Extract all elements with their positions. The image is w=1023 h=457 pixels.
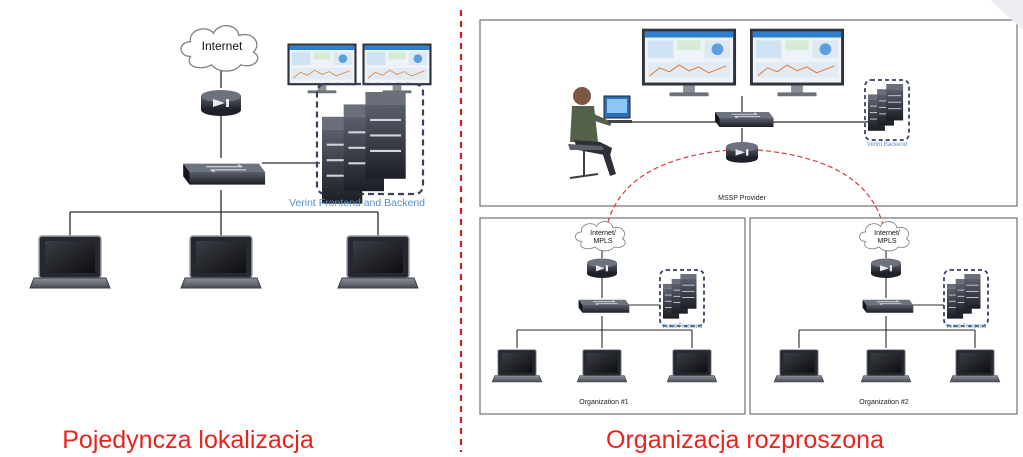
laptop-icon [29,235,111,289]
org1-box [479,217,746,415]
switch-icon [714,111,774,128]
mssp-box-label: MSSP Provider [718,195,766,202]
router-icon [871,258,901,278]
servers-label: Verint Frontend and Backend [289,197,425,209]
wan-link-org2 [757,149,885,231]
laptop-icon [860,349,912,383]
org1-cloud-label-line1: Internet/ [590,230,616,237]
server-stack-icon [864,79,910,141]
wan-link-org1 [605,149,731,231]
router-icon [201,90,241,116]
operator-icon [568,87,632,179]
laptop-icon [773,349,825,383]
laptop-icon [180,235,262,289]
single-site-caption: Pojedyncza lokalizacja [62,426,314,454]
org2-servers-label: Verint Frontend [945,324,986,330]
monitor-icon [362,43,432,94]
switch-icon [578,299,630,314]
mssp-servers-label: Verint Backend [867,142,907,148]
laptop-icon [337,235,419,289]
server-stack-icon [315,82,425,204]
corner-decoration [990,0,1023,30]
laptop-icon [491,349,543,383]
org1-links [516,248,693,348]
router-icon [587,258,617,278]
org2-box [749,217,1018,415]
org1-servers-label: Verint Frontend [661,324,702,330]
mssp-links [622,96,868,142]
monitor-icon [749,28,845,97]
switch-icon [182,163,266,186]
org2-cloud-label-line2: MPLS [877,238,896,245]
mssp-box [479,19,1018,207]
internet-label: Internet [202,39,243,53]
router-icon [726,142,758,163]
org1-cloud-label-line2: MPLS [593,238,612,245]
distributed-caption: Organizacja rozproszona [606,426,884,454]
server-stack-icon [943,269,989,327]
distributed-section: Verint Backend MSSP Provider Internet/ M… [479,19,1018,454]
org1-box-label: Organization #1 [579,399,629,406]
org2-box-label: Organization #2 [859,399,909,406]
laptop-icon [949,349,1001,383]
org2-links [798,248,976,348]
org2-cloud-label-line1: Internet/ [874,230,900,237]
laptop-icon [666,349,718,383]
single-site-section: Internet Verint Frontend and Backend Poj… [29,25,432,454]
single-site-links [69,62,379,240]
monitor-icon [641,28,737,97]
server-stack-icon [659,269,705,327]
laptop-icon [576,349,628,383]
switch-icon [862,299,914,314]
